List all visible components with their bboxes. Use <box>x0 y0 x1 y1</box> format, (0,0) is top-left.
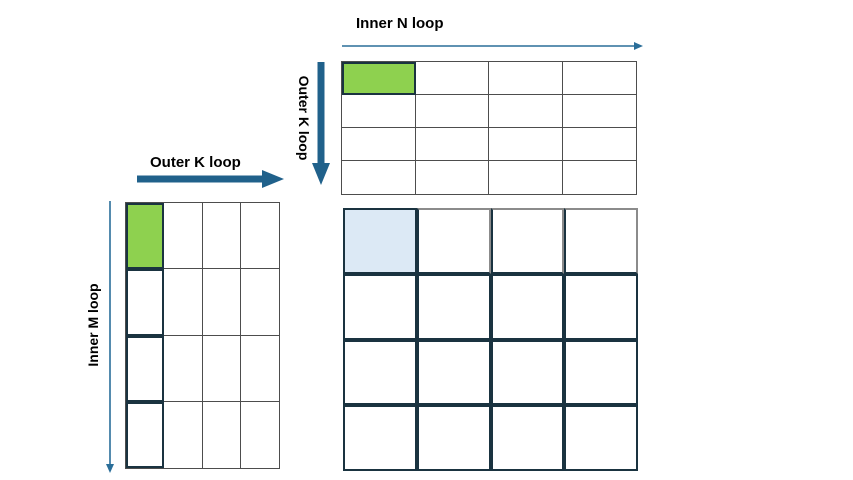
grid-cell <box>489 95 563 128</box>
grid-cell <box>562 128 636 161</box>
outer-k-loop-vertical-label: Outer K loop <box>296 75 312 161</box>
grid-cell <box>489 161 563 194</box>
grid-cell <box>490 405 565 471</box>
highlighted-cell-green <box>126 203 165 270</box>
grid-cell <box>415 62 489 95</box>
grid-cell <box>126 335 165 402</box>
grid-cell <box>241 402 279 468</box>
grid-cell <box>563 161 637 194</box>
grid-cell <box>416 208 491 274</box>
grid-cell <box>415 128 489 161</box>
grid-cell <box>164 203 203 270</box>
inner-m-loop-label: Inner M loop <box>85 283 101 367</box>
grid-cell <box>416 405 491 471</box>
grid-cell <box>490 208 565 274</box>
grid-cell <box>240 269 279 336</box>
grid-cell <box>342 128 416 161</box>
matrix-c-grid <box>343 208 638 471</box>
grid-cell <box>343 273 417 340</box>
grid-cell <box>490 339 565 406</box>
grid-cell <box>342 95 416 128</box>
grid-cell <box>203 401 241 468</box>
grid-cell <box>342 161 416 194</box>
grid-cell <box>564 273 638 340</box>
grid-cell <box>416 339 491 406</box>
inner-n-loop-arrow-icon <box>342 42 643 50</box>
grid-cell <box>164 269 203 336</box>
grid-cell <box>240 203 279 270</box>
outer-k-loop-down-arrow-icon <box>312 62 330 185</box>
grid-cell <box>564 405 638 471</box>
grid-cell <box>489 62 563 95</box>
grid-cell <box>562 62 636 95</box>
grid-cell <box>126 269 165 336</box>
grid-cell <box>240 336 279 402</box>
grid-cell <box>343 339 417 406</box>
grid-cell <box>489 128 563 161</box>
grid-cell <box>343 405 417 471</box>
grid-cell <box>490 273 565 340</box>
inner-n-loop-label: Inner N loop <box>356 15 444 32</box>
grid-cell <box>164 335 203 402</box>
grid-cell <box>126 401 165 468</box>
grid-cell <box>415 95 489 128</box>
grid-cell <box>564 208 638 274</box>
grid-cell <box>164 401 203 468</box>
highlighted-cell-green <box>342 62 416 95</box>
grid-cell <box>202 203 241 270</box>
matrix-a-grid <box>125 202 280 469</box>
grid-cell <box>562 95 636 128</box>
outer-k-loop-horizontal-label: Outer K loop <box>150 154 241 171</box>
grid-cell <box>416 273 491 340</box>
inner-m-loop-down-arrow-icon <box>106 201 114 473</box>
grid-cell <box>202 335 241 402</box>
highlighted-cell-blue <box>343 208 417 274</box>
grid-cell <box>202 269 241 336</box>
outer-k-loop-right-arrow-icon <box>137 170 284 188</box>
grid-cell <box>564 339 638 406</box>
matrix-b-grid <box>341 61 637 195</box>
grid-cell <box>416 161 489 194</box>
